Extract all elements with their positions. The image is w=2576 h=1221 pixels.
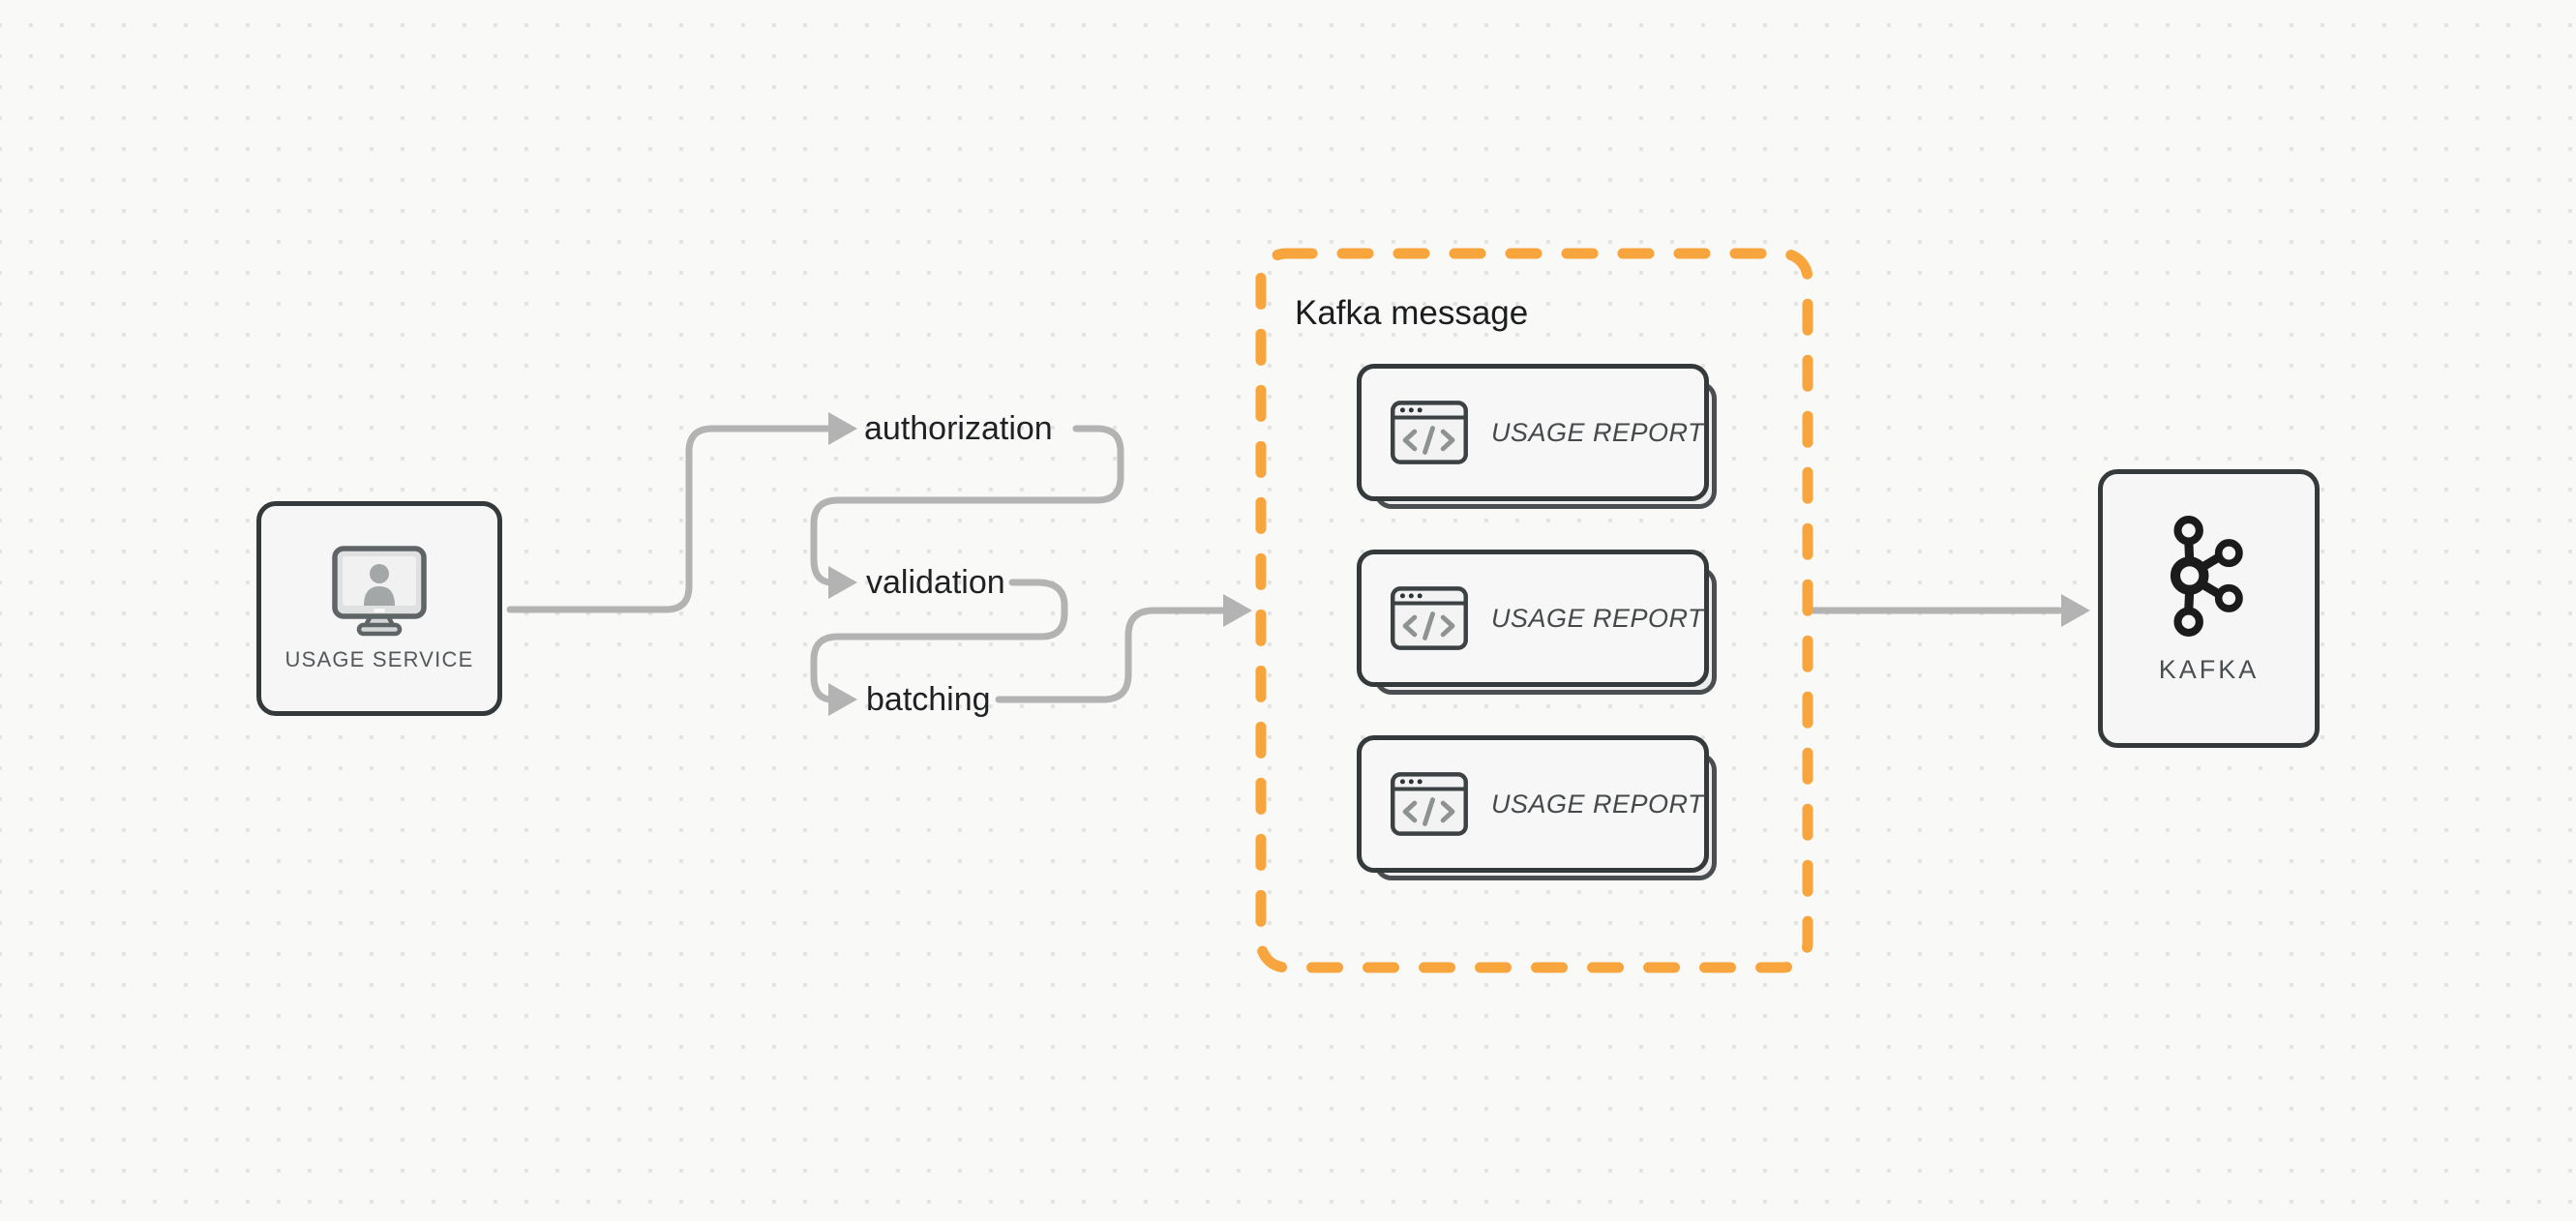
kafka-message-group-title: Kafka message <box>1295 294 1529 332</box>
arrowhead-group <box>1223 594 1252 627</box>
arrowhead-batching <box>828 683 857 716</box>
usage-report-label: USAGE REPORT <box>1490 789 1704 819</box>
step-label-validation: validation <box>866 564 1005 601</box>
usage-service-node: USAGE SERVICE <box>256 501 502 716</box>
arrowhead-validation <box>828 566 857 599</box>
connector-validation-to-batching <box>810 579 1068 703</box>
usage-service-label: USAGE SERVICE <box>285 647 474 671</box>
monitor-user-icon <box>332 546 427 637</box>
step-label-authorization: authorization <box>864 410 1053 447</box>
step-label-batching: batching <box>866 681 991 718</box>
kafka-label: KAFKA <box>2158 654 2260 684</box>
kafka-message-group-outline <box>1255 248 1813 973</box>
arrowhead-kafka <box>2061 594 2090 627</box>
usage-report-card: USAGE REPORT <box>1357 364 1717 509</box>
connector-batching-to-group <box>995 607 1227 703</box>
connector-usage-to-authorization <box>506 425 832 613</box>
usage-report-card: USAGE REPORT <box>1357 550 1717 695</box>
usage-report-card: USAGE REPORT <box>1357 735 1717 880</box>
kafka-logo-icon <box>2170 515 2243 637</box>
code-window-icon <box>1391 401 1468 464</box>
usage-report-label: USAGE REPORT <box>1490 417 1704 447</box>
kafka-node: KAFKA <box>2098 469 2320 748</box>
usage-report-label: USAGE REPORT <box>1490 603 1704 633</box>
connector-authorization-to-validation <box>810 425 1124 586</box>
code-window-icon <box>1391 586 1468 650</box>
code-window-icon <box>1391 772 1468 836</box>
arrowhead-authorization <box>828 412 857 445</box>
